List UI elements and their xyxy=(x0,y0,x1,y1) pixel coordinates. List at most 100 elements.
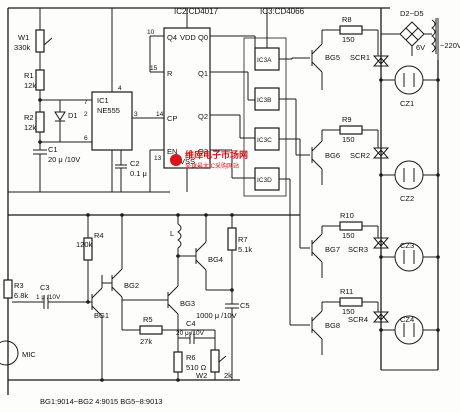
ic3-title: IC3:CD4066 xyxy=(260,7,305,16)
c1-label: C1 xyxy=(48,145,58,154)
r10-value: 150 xyxy=(342,231,355,240)
r7-value: 5.1k xyxy=(238,245,252,254)
scr1-label: SCR1 xyxy=(350,53,370,62)
r8-resistor xyxy=(339,25,363,35)
r6-label: R6 xyxy=(186,353,196,362)
socket-cz1 xyxy=(394,65,424,95)
scr2-label: SCR2 xyxy=(350,151,370,160)
r2-value: 12k xyxy=(24,123,36,132)
ic2-pin-q0: Q0 xyxy=(198,33,208,42)
w1-potentiometer xyxy=(35,29,45,53)
w1-label: W1 xyxy=(18,33,29,42)
r11-value: 150 xyxy=(342,307,355,316)
r2-label: R2 xyxy=(24,113,34,122)
r1-value: 12k xyxy=(24,81,36,90)
watermark: 维库电子市场网 全球最大IC采购网站 xyxy=(170,149,248,170)
watermark-line2: 全球最大IC采购网站 xyxy=(185,162,239,170)
watermark-logo-icon xyxy=(170,154,182,166)
ic2-pin-q3: Q3 xyxy=(198,147,208,156)
ic3d-label: IC3D xyxy=(257,177,272,184)
pin-4: 4 xyxy=(118,85,122,92)
r6-value: 510 Ω xyxy=(186,363,207,372)
pin-6: 6 xyxy=(84,135,88,142)
c5-label: C5 xyxy=(240,301,250,310)
bg7-label: BG7 xyxy=(325,245,340,254)
w2-label: W2 xyxy=(196,371,207,380)
r4-label: R4 xyxy=(94,231,104,240)
inductor-label: L xyxy=(170,229,174,238)
scr4-label: SCR4 xyxy=(348,315,368,324)
bg2-label: BG2 xyxy=(124,281,139,290)
ic1-ne555 xyxy=(91,91,133,151)
pin-14: 14 xyxy=(156,111,164,118)
ic1-name: IC1 xyxy=(97,96,109,105)
d1-label: D1 xyxy=(68,111,78,120)
c4-value: 20 μ /10V xyxy=(176,330,205,337)
r5-value: 27k xyxy=(140,337,152,346)
bg8-transistor xyxy=(311,302,323,355)
v220-label: ~220V xyxy=(440,41,460,50)
r4-value: 120k xyxy=(76,240,93,249)
pin-15: 15 xyxy=(150,65,158,72)
ic3b-label: IC3B xyxy=(257,97,271,104)
ic2-pin-q4: Q4 xyxy=(167,33,177,42)
r7-resistor xyxy=(227,227,237,251)
r5-label: R5 xyxy=(143,315,153,324)
pin-3: 3 xyxy=(134,111,138,118)
r11-resistor xyxy=(339,297,363,307)
bg1-label: BG1 xyxy=(94,311,109,320)
bg4-label: BG4 xyxy=(208,255,223,264)
transformer-coil xyxy=(431,19,436,53)
r2-resistor xyxy=(35,111,45,133)
ic2-pin-r: R xyxy=(167,69,173,78)
watermark-line1: 维库电子市场网 xyxy=(185,149,248,160)
w1-value: 330k xyxy=(14,43,31,52)
r6-resistor xyxy=(173,351,183,373)
c2-label: C2 xyxy=(130,159,140,168)
bg3-label: BG3 xyxy=(180,299,195,308)
bg1-transistor xyxy=(91,275,103,380)
inductor-l xyxy=(177,223,182,249)
r10-resistor xyxy=(339,221,363,231)
scr3-label: SCR3 xyxy=(348,245,368,254)
r3-value: 6.8k xyxy=(14,291,28,300)
v6-label: 6V xyxy=(416,43,425,52)
cz4-label: CZ4 xyxy=(400,315,414,324)
w2-value: 2k xyxy=(224,371,232,380)
c3-value: 1 μ /10V xyxy=(36,294,61,301)
r5-resistor xyxy=(139,325,163,335)
ic3a-label: IC3A xyxy=(257,57,272,64)
c1-value: 20 μ /10V xyxy=(48,155,80,164)
ic1-part: NE555 xyxy=(97,106,120,115)
w2-potentiometer xyxy=(210,349,220,373)
cz1-label: CZ1 xyxy=(400,99,414,108)
ic2-vdd: VDD xyxy=(180,33,196,42)
r11-label: R11 xyxy=(340,287,353,296)
transistor-caption: BG1:9014~BG2 4:9015 BG5~8:9013 xyxy=(40,397,163,406)
ic2-title: IC2:CD4017 xyxy=(174,7,219,16)
r7-label: R7 xyxy=(238,235,248,244)
r3-label: R3 xyxy=(14,281,24,290)
ic2-pin-q1: Q1 xyxy=(198,69,208,78)
bg6-transistor xyxy=(311,130,323,185)
r1-resistor xyxy=(35,69,45,91)
bg4-transistor xyxy=(195,215,207,290)
bridge-label: D2~D5 xyxy=(400,9,424,18)
ic2-pin-q2: Q2 xyxy=(198,112,208,121)
bg7-transistor xyxy=(311,226,323,278)
c2-value: 0.1 μ xyxy=(130,169,147,178)
ic2-vss: VSS xyxy=(180,157,195,166)
r3-resistor xyxy=(3,279,13,299)
pin-2: 2 xyxy=(84,111,88,118)
cz3-label: CZ3 xyxy=(400,241,414,250)
pin-13: 13 xyxy=(154,155,162,162)
microphone xyxy=(0,340,19,366)
r8-label: R8 xyxy=(342,15,352,24)
c4-label: C4 xyxy=(186,319,196,328)
r8-value: 150 xyxy=(342,35,355,44)
mic-label: MIC xyxy=(22,350,36,359)
ic3c-label: IC3C xyxy=(257,137,272,144)
r10-label: R10 xyxy=(340,211,354,220)
